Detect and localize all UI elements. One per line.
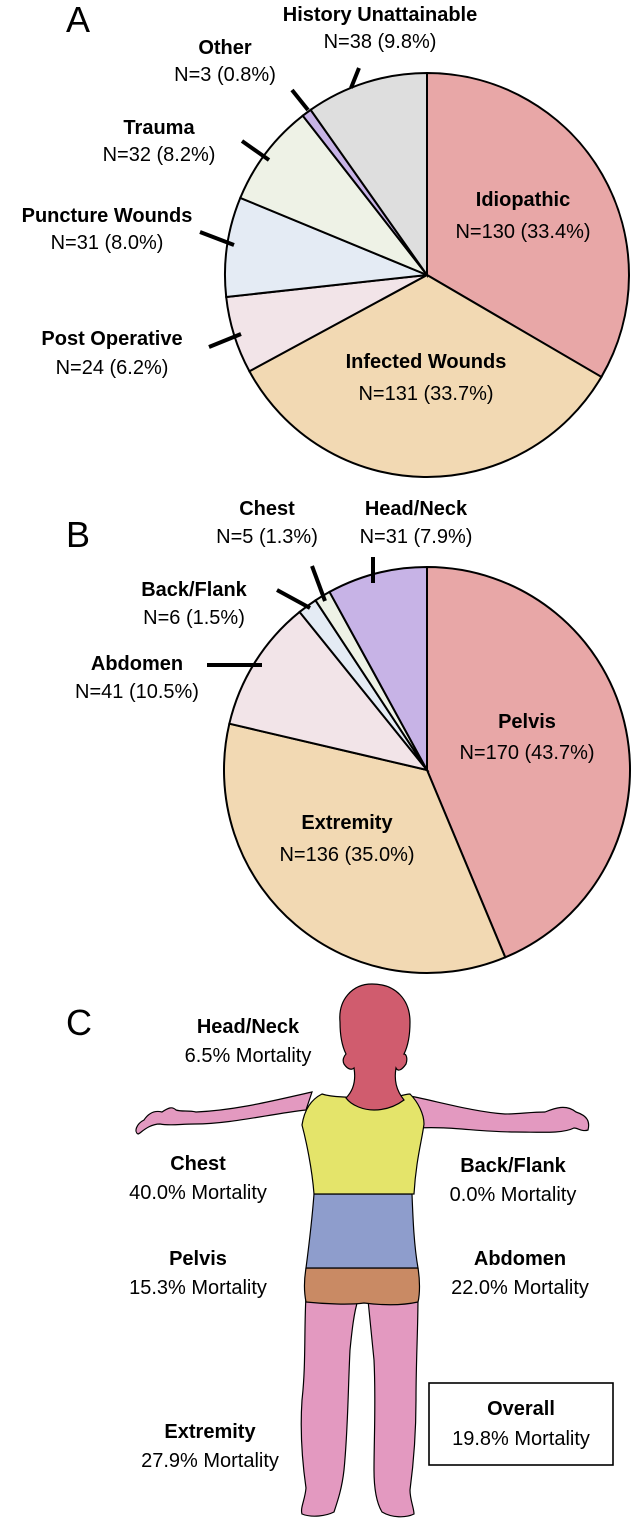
panel-letter-b: B	[66, 514, 90, 555]
label-back-flank: Back/Flank	[141, 579, 247, 601]
leader-back-flank	[276, 588, 311, 610]
leader-puncture	[199, 230, 235, 247]
pie-slice-abdomen	[228, 610, 430, 772]
mortality-back-flank: 0.0% Mortality	[450, 1184, 577, 1206]
panel-letter-c: C	[66, 1002, 92, 1043]
pie-chart-b	[222, 565, 631, 974]
value-trauma: N=32 (8.2%)	[103, 144, 216, 166]
label-infected-wounds: Infected Wounds	[346, 351, 507, 373]
mortality-overall: 19.8% Mortality	[452, 1428, 590, 1450]
leader-trauma	[240, 139, 271, 162]
pie-slice-pelvis	[426, 565, 631, 959]
label-abdomen: Abdomen	[91, 653, 183, 675]
body-leg-left	[300, 1295, 359, 1517]
value-back-flank: N=6 (1.5%)	[143, 607, 245, 629]
mortality-labels: Head/Neck 6.5% Mortality Chest 40.0% Mor…	[129, 1016, 589, 1472]
pie-b-labels: Chest N=5 (1.3%) Head/Neck N=31 (7.9%) B…	[75, 498, 595, 866]
value-head-neck: N=31 (7.9%)	[360, 526, 473, 548]
mortality-head-neck: 6.5% Mortality	[185, 1045, 312, 1067]
value-post-operative: N=24 (6.2%)	[56, 357, 169, 379]
pie-chart-a	[224, 71, 630, 478]
body-arm-left	[135, 1091, 313, 1135]
value-chest: N=5 (1.3%)	[216, 526, 318, 548]
label-post-operative: Post Operative	[41, 328, 182, 350]
label-other: Other	[198, 37, 252, 59]
value-pelvis: N=170 (43.7%)	[459, 742, 594, 764]
pie-a-leaders	[199, 67, 361, 349]
pie-slice-infected-wounds	[248, 273, 603, 478]
overall-box-frame	[428, 1382, 614, 1466]
panel-letter-a: A	[66, 0, 90, 40]
label-head-neck: Head/Neck	[365, 498, 468, 520]
label-pelvis: Pelvis	[498, 711, 556, 733]
leader-history	[349, 67, 361, 89]
value-abdomen: N=41 (10.5%)	[75, 681, 199, 703]
label-overall: Overall	[487, 1398, 555, 1420]
label-puncture-wounds: Puncture Wounds	[22, 205, 193, 227]
pie-slice-puncture-wounds	[224, 196, 428, 299]
label-extremity: Extremity	[301, 812, 393, 834]
label-c-extremity: Extremity	[164, 1421, 256, 1443]
body-head-neck	[339, 983, 411, 1111]
body-leg-right	[367, 1295, 419, 1518]
value-puncture-wounds: N=31 (8.0%)	[51, 232, 164, 254]
leader-postop	[208, 332, 242, 349]
overall-box: Overall 19.8% Mortality	[428, 1382, 614, 1466]
label-trauma: Trauma	[123, 117, 195, 139]
label-history-unattainable: History Unattainable	[283, 4, 477, 26]
label-idiopathic: Idiopathic	[476, 189, 570, 211]
pie-a-labels: History Unattainable N=38 (9.8%) Other N…	[22, 4, 591, 405]
body-pelvis	[303, 1267, 421, 1306]
leader-other	[290, 88, 310, 112]
mortality-pelvis: 15.3% Mortality	[129, 1277, 267, 1299]
mortality-extremity: 27.9% Mortality	[141, 1450, 279, 1472]
body-abdomen	[305, 1193, 419, 1269]
label-c-head-neck: Head/Neck	[197, 1016, 300, 1038]
label-c-abdomen: Abdomen	[474, 1248, 566, 1270]
value-history-unattainable: N=38 (9.8%)	[324, 31, 437, 53]
value-other: N=3 (0.8%)	[174, 64, 276, 86]
label-c-back-flank: Back/Flank	[460, 1155, 566, 1177]
pie-slice-history-unattainable	[309, 71, 428, 279]
label-c-pelvis: Pelvis	[169, 1248, 227, 1270]
label-chest: Chest	[239, 498, 295, 520]
value-infected-wounds: N=131 (33.7%)	[358, 383, 493, 405]
mortality-abdomen: 22.0% Mortality	[451, 1277, 589, 1299]
body-silhouette	[135, 983, 590, 1518]
pie-b-leaders	[207, 557, 375, 667]
pie-slice-idiopathic	[426, 71, 630, 379]
label-c-chest: Chest	[170, 1153, 226, 1175]
mortality-chest: 40.0% Mortality	[129, 1182, 267, 1204]
value-extremity: N=136 (35.0%)	[279, 844, 414, 866]
value-idiopathic: N=130 (33.4%)	[455, 221, 590, 243]
leader-chest	[310, 565, 327, 602]
pie-slice-head-neck	[328, 565, 428, 771]
pie-slice-extremity	[222, 722, 507, 974]
body-arm-right	[409, 1095, 590, 1133]
pie-slice-trauma	[238, 114, 431, 278]
